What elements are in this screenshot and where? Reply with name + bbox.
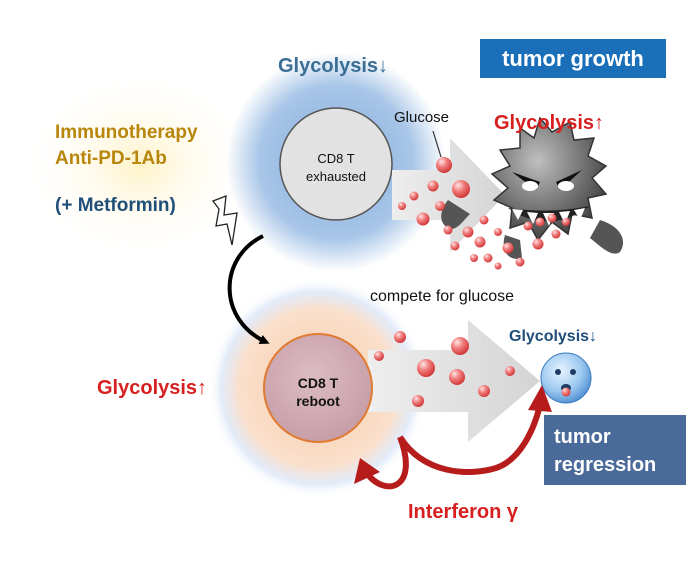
metformin-label: (+ Metformin) xyxy=(55,195,176,216)
tumor-growth-label: tumor growth xyxy=(502,46,644,71)
interferon-arrows xyxy=(354,385,552,490)
interferon-gamma-label: Interferon γ xyxy=(408,501,519,523)
glucose-particles-bottom xyxy=(374,331,515,407)
cd8-exhausted-line2: exhausted xyxy=(306,169,366,184)
glycolysis-down-small-label: Glycolysis↓ xyxy=(509,328,598,345)
glucose-label: Glucose xyxy=(394,109,450,126)
immunotherapy-label: Immunotherapy xyxy=(55,122,198,143)
glycolysis-down-top-label: Glycolysis↓ xyxy=(278,55,389,77)
glycolysis-up-left-label: Glycolysis↑ xyxy=(97,377,208,399)
cd8-reboot-cell xyxy=(263,333,373,443)
small-tumor-icon xyxy=(540,352,592,404)
tumor-regression-line1: tumor xyxy=(554,426,611,448)
compete-for-glucose-label: compete for glucose xyxy=(370,288,515,305)
cd8-exhausted-line1: CD8 T xyxy=(317,151,355,166)
cd8-exhausted-cell xyxy=(279,107,393,221)
tumor-regression-box: tumor regression xyxy=(544,415,686,485)
lightning-bolt-icon xyxy=(211,195,238,246)
anti-pd1ab-label: Anti-PD-1Ab xyxy=(55,148,167,169)
glycolysis-up-tumor-label: Glycolysis↑ xyxy=(494,112,605,134)
therapy-glow xyxy=(20,70,260,260)
glucose-arrow-top xyxy=(392,138,505,252)
glucose-particles-top xyxy=(398,130,570,270)
tumor-regression-line2: regression xyxy=(554,454,657,476)
cd8-reboot-line1: CD8 T xyxy=(297,375,339,391)
therapy-arrow xyxy=(227,234,270,345)
tumor-growth-box: tumor growth xyxy=(480,39,666,78)
cd8-reboot-line2: reboot xyxy=(296,393,340,409)
